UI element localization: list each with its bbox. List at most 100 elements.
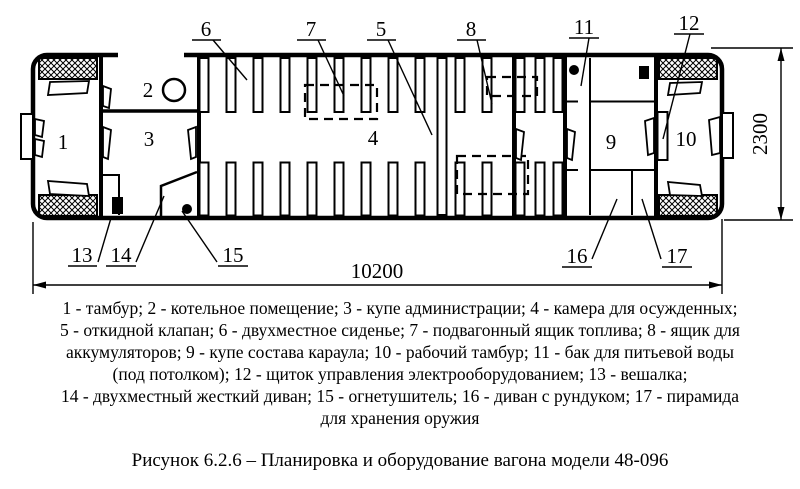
seat-partition-top	[279, 57, 291, 113]
door-leaf	[46, 180, 91, 197]
room-10-label: 10	[676, 127, 697, 151]
seat-partition-bottom	[552, 161, 564, 217]
callout-13: 13	[72, 243, 93, 267]
door-leaf	[34, 137, 45, 159]
arrow-down	[777, 207, 785, 220]
seat-partition-bottom	[454, 161, 466, 217]
legend-line: 14 - двухместный жесткий диван; 15 - огн…	[60, 386, 740, 406]
legend: 1 - тамбур; 2 - котельное помещение; 3 -…	[0, 297, 800, 429]
leader-8	[476, 39, 493, 105]
door-leaf	[46, 80, 91, 96]
leader-12	[662, 33, 691, 140]
callout-11: 11	[574, 15, 594, 39]
room-1-label: 1	[58, 130, 69, 154]
battery-box-dashed-top	[485, 75, 539, 98]
length-dimension-text: 10200	[351, 259, 404, 283]
callout-leaders	[97, 33, 691, 263]
legend-line: 5 - откидной клапан; 6 - двухместное сид…	[60, 320, 740, 340]
door-leaf	[187, 125, 197, 161]
hatch-block-bottom-left	[38, 194, 98, 217]
door-leaves	[34, 80, 721, 197]
figure-caption: Рисунок 6.2.6 – Планировка и оборудовани…	[131, 450, 669, 471]
legend-line: для хранения оружия	[320, 408, 480, 428]
coat-hanger-mark	[112, 197, 123, 214]
callout-12: 12	[679, 11, 700, 35]
room-4-label: 4	[368, 126, 379, 150]
wagon-plan-drawing: 1 2 3 4 9 10 6 7 5 8 11 12 13 14 15 16 1…	[20, 11, 793, 294]
seat-partition-bottom	[534, 161, 546, 217]
room-3-label: 3	[144, 127, 155, 151]
callout-14: 14	[111, 243, 133, 267]
callout-15: 15	[223, 243, 244, 267]
hatch-block-top-left	[38, 57, 98, 80]
width-dimension-text: 2300	[748, 113, 772, 155]
seat-partition-bottom	[225, 161, 237, 217]
legend-line: (под потолком); 12 - щиток управления эл…	[112, 364, 688, 384]
leader-17	[641, 198, 662, 260]
seat-partition-top	[514, 57, 526, 113]
leader-11	[580, 37, 590, 87]
fire-extinguisher-dot	[182, 204, 192, 214]
callout-17: 17	[667, 244, 688, 268]
guard-compartment-walls	[567, 58, 654, 215]
seat-partition-bottom	[279, 161, 291, 217]
seat-partition-bottom	[198, 161, 210, 217]
legend-line: аккумуляторов; 9 - купе состава караула;…	[66, 342, 734, 362]
door-leaf	[566, 127, 576, 162]
folding-flap-partition	[436, 57, 448, 216]
seat-partition-bottom	[414, 161, 426, 217]
legend-line: 1 - тамбур; 2 - котельное помещение; 3 -…	[62, 298, 738, 318]
sofa-outline	[159, 170, 198, 218]
seat-partition-bottom	[252, 161, 264, 217]
callout-6: 6	[201, 17, 212, 41]
door-leaf	[515, 127, 525, 162]
seat-partition-top	[552, 57, 564, 113]
seat-partition-top	[414, 57, 426, 113]
seat-partition-top	[225, 57, 237, 113]
dimension-arrows	[33, 48, 785, 289]
side-door-right	[721, 112, 734, 159]
hatch-block-top-right	[658, 57, 718, 80]
seat-partition-bottom	[333, 161, 345, 217]
door-leaf	[102, 84, 112, 110]
callout-underlines	[68, 33, 704, 268]
callout-7: 7	[306, 17, 317, 41]
hatch-block-bottom-right	[658, 194, 718, 217]
seat-partition-top	[252, 57, 264, 113]
room-numbers: 1 2 3 4 9 10	[58, 78, 697, 154]
leader-6	[212, 39, 248, 81]
fuel-box-dashed	[303, 83, 379, 121]
door-leaf	[708, 115, 721, 157]
room-2-label: 2	[143, 78, 154, 102]
room-9-label: 9	[606, 130, 617, 154]
arrow-up	[777, 48, 785, 61]
arrow-right	[709, 281, 722, 289]
callout-16: 16	[567, 244, 588, 268]
door-leaf	[666, 81, 704, 96]
leader-5	[387, 39, 433, 136]
callout-numbers: 6 7 5 8 11 12 13 14 15 16 17	[72, 11, 700, 268]
seat-partition-bottom	[481, 161, 493, 217]
callout-5: 5	[376, 17, 387, 41]
leader-16	[591, 198, 618, 260]
leader-13	[97, 217, 112, 263]
seat-partition-top	[534, 57, 546, 113]
dimension-lines	[32, 47, 793, 294]
seat-partition-top	[198, 57, 210, 113]
door-leaf	[644, 116, 655, 157]
top-wall-window	[118, 52, 184, 58]
leader-15	[181, 210, 218, 263]
seat-partition-bottom	[306, 161, 318, 217]
leader-7	[317, 39, 345, 97]
leader-14	[135, 195, 165, 263]
water-tank-dot	[569, 65, 579, 75]
seat-partition-top	[387, 57, 399, 113]
door-leaf	[34, 117, 45, 139]
seat-partition-bottom	[360, 161, 372, 217]
corner-hatch-blocks	[38, 57, 718, 217]
seat-partition-bottom	[387, 161, 399, 217]
door-leaf	[102, 125, 112, 161]
arrow-left	[33, 281, 46, 289]
battery-box-dashed-bottom	[455, 154, 530, 196]
